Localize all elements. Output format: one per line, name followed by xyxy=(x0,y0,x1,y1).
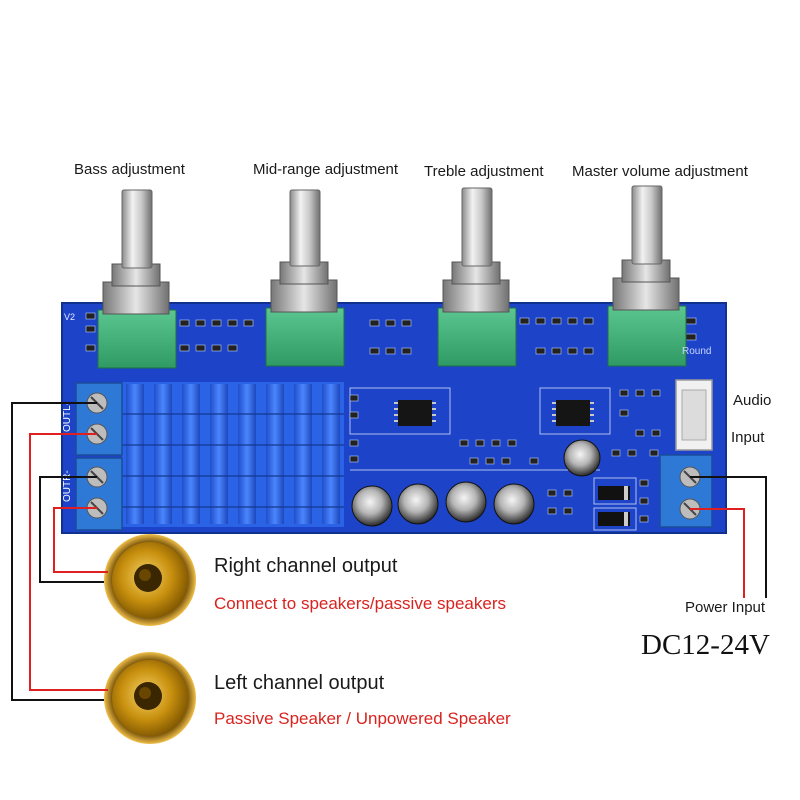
silk-round: Round xyxy=(682,346,711,357)
electrolytic-capacitors xyxy=(351,439,601,527)
potentiometer-treble xyxy=(437,187,517,367)
speaker-wires xyxy=(11,402,108,701)
label-master-volume-adjustment: Master volume adjustment xyxy=(572,163,748,180)
label-input: Input xyxy=(731,429,765,446)
right-channel-title: Right channel output xyxy=(214,555,398,577)
ic-chip xyxy=(398,400,432,426)
label-power-input: Power Input xyxy=(685,599,766,616)
left-channel-subtitle: Passive Speaker / Unpowered Speaker xyxy=(214,709,511,728)
silk-outr: OUTR- xyxy=(62,470,73,502)
speaker-left xyxy=(104,652,196,744)
potentiometer-mid xyxy=(265,189,345,367)
label-voltage: DC12-24V xyxy=(641,629,770,661)
potentiometer-master xyxy=(607,185,687,367)
smd-components xyxy=(85,312,697,526)
silk-v2: V2 xyxy=(64,312,75,322)
heatsink xyxy=(122,382,344,527)
diode xyxy=(598,486,630,500)
right-channel-subtitle: Connect to speakers/passive speakers xyxy=(214,594,506,613)
power-wires xyxy=(690,476,767,598)
label-bass-adjustment: Bass adjustment xyxy=(74,161,185,178)
label-audio: Audio xyxy=(733,392,772,409)
audio-input-connector xyxy=(675,379,713,451)
left-channel-title: Left channel output xyxy=(214,672,385,694)
speaker-right xyxy=(104,534,196,626)
ic-chip xyxy=(556,400,590,426)
diode xyxy=(598,512,630,526)
potentiometer-bass xyxy=(97,189,177,369)
label-treble-adjustment: Treble adjustment xyxy=(424,163,544,180)
power-terminal-block xyxy=(659,454,713,528)
label-mid-range-adjustment: Mid-range adjustment xyxy=(253,161,399,178)
silkscreen-lines xyxy=(349,387,637,531)
silk-outl: OUTL- xyxy=(62,402,73,432)
